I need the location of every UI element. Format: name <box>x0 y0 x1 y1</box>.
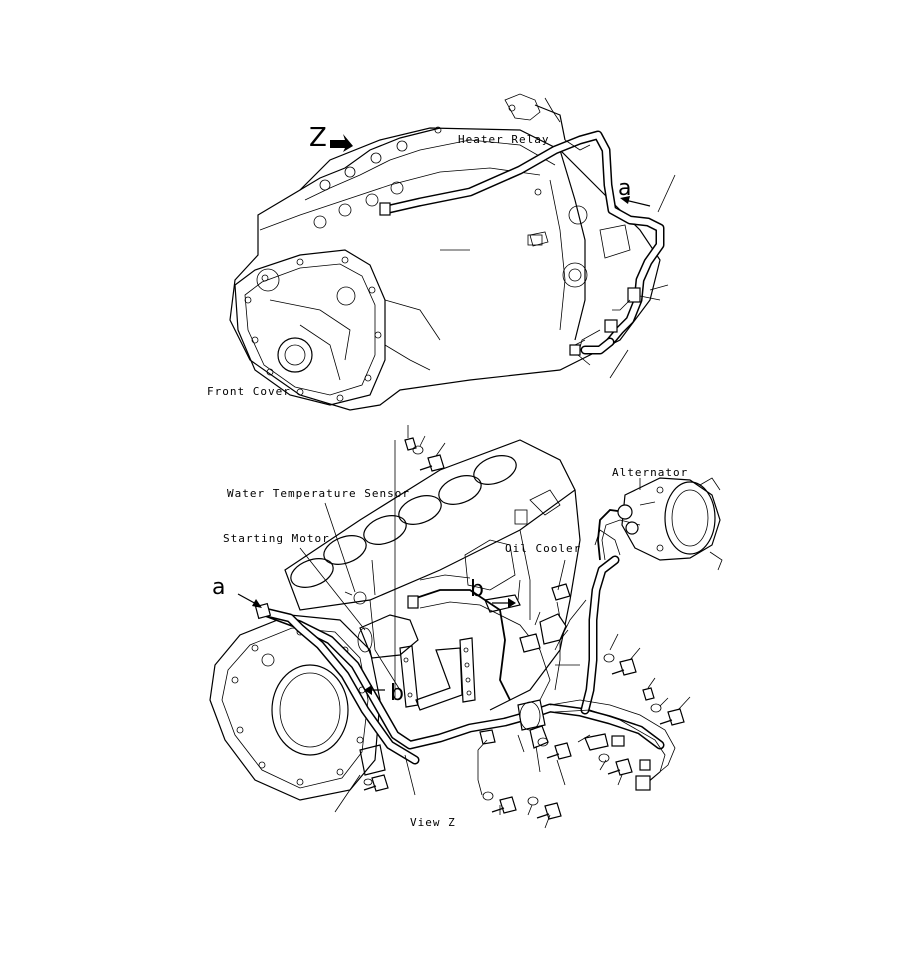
alternator-label: Alternator <box>612 466 688 479</box>
harness-top <box>379 93 665 366</box>
engine-view-z <box>209 439 581 801</box>
bottom-annotations: Alternator Water Temperature Sensor Star… <box>212 425 691 829</box>
water-temperature-sensor-label: Water Temperature Sensor <box>227 487 410 500</box>
heater-relay-label: Heater Relay <box>458 133 549 146</box>
harness-bottom <box>254 509 676 791</box>
brackets <box>359 583 609 776</box>
ref-a-top-label: a <box>618 176 631 201</box>
view-z-caption: View Z <box>410 816 456 829</box>
view-z-marker: Z <box>309 123 327 153</box>
top-annotations: Z Heater Relay a Front Cover <box>207 123 676 398</box>
ref-a-bottom-label: a <box>212 575 225 600</box>
front-cover-label: Front Cover <box>207 385 291 398</box>
engine-top-view <box>229 126 661 411</box>
ref-b-upper-label: b <box>470 577 484 602</box>
ref-b-lower-label: b <box>390 681 404 706</box>
oil-cooler-label: Oil Cooler <box>505 542 581 555</box>
fasteners <box>363 437 685 820</box>
alternator-part <box>617 477 723 571</box>
starting-motor-label: Starting Motor <box>223 532 330 545</box>
